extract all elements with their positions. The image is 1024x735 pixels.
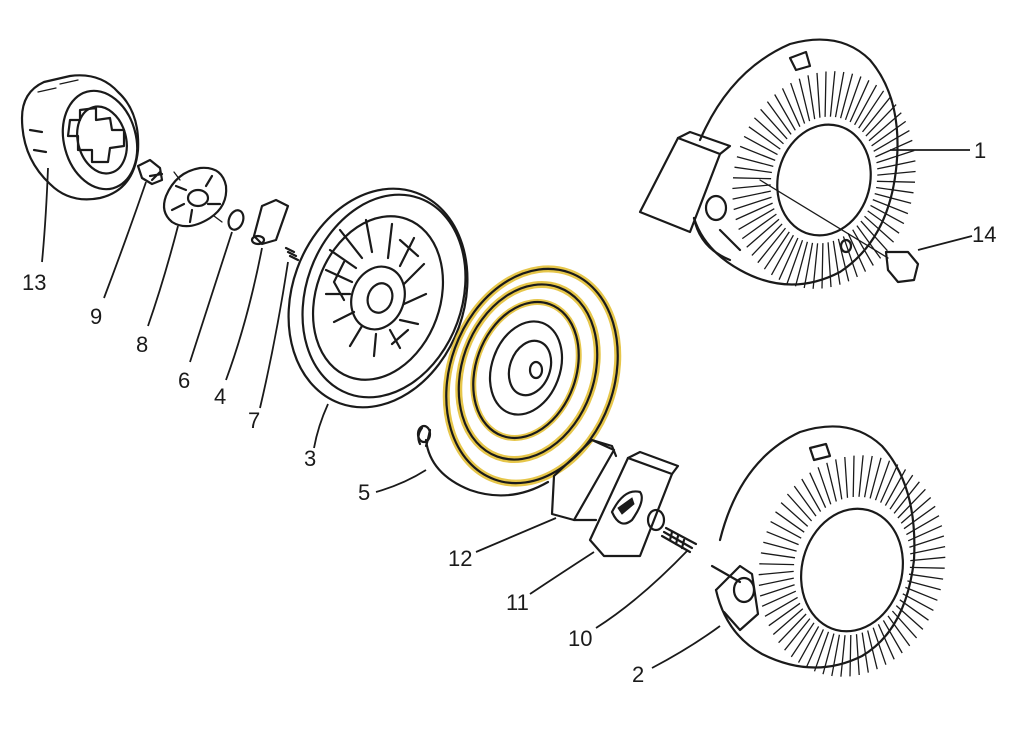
callout-9: 9 bbox=[90, 304, 102, 329]
part-5-recoil-spring bbox=[416, 265, 622, 497]
part-9-screw bbox=[136, 158, 164, 186]
part-10-bolt bbox=[660, 526, 698, 554]
part-1-upper-housing bbox=[638, 38, 916, 289]
part-3-pulley bbox=[287, 187, 469, 409]
callout-1: 1 bbox=[974, 138, 986, 163]
part-2-lower-housing bbox=[710, 425, 946, 677]
part-8-ratchet bbox=[162, 166, 228, 228]
callout-4: 4 bbox=[214, 384, 226, 409]
callout-12: 12 bbox=[448, 546, 472, 571]
callout-labels: 1 2 3 4 5 6 7 8 9 10 11 12 13 14 bbox=[22, 138, 996, 687]
part-7-small-spring bbox=[284, 246, 300, 262]
part-11-handle bbox=[588, 450, 680, 558]
callout-10: 10 bbox=[568, 626, 592, 651]
callout-7: 7 bbox=[248, 408, 260, 433]
callout-6: 6 bbox=[178, 368, 190, 393]
part-4-pin bbox=[250, 198, 290, 246]
callout-8: 8 bbox=[136, 332, 148, 357]
callout-14: 14 bbox=[972, 222, 996, 247]
callout-13: 13 bbox=[22, 270, 46, 295]
part-14-screw bbox=[759, 179, 920, 284]
part-6-ring bbox=[227, 209, 245, 231]
part-12-grip-block bbox=[550, 438, 618, 522]
callout-5: 5 bbox=[358, 480, 370, 505]
callout-2: 2 bbox=[632, 662, 644, 687]
callout-3: 3 bbox=[304, 446, 316, 471]
leader-lines bbox=[41, 149, 973, 669]
part-13-starter-cup bbox=[20, 74, 140, 201]
callout-11: 11 bbox=[506, 590, 529, 615]
